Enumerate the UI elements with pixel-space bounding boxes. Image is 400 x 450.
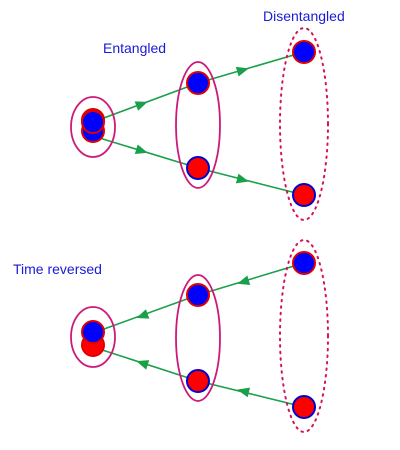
arrowhead-icon <box>237 387 251 398</box>
entangled-label: Entangled <box>103 40 166 56</box>
arrowhead-icon <box>235 173 249 184</box>
arrowhead-icon <box>136 309 150 319</box>
particle-red-icon <box>292 395 316 419</box>
particle-blue-icon <box>81 320 105 344</box>
particle-blue-icon <box>292 251 316 275</box>
particle-red-icon <box>186 369 210 393</box>
arrowhead-icon <box>235 66 249 77</box>
time-reversed-panel: Time reversed <box>13 239 329 433</box>
particle-blue-icon <box>81 110 105 134</box>
path-line <box>197 167 305 196</box>
path-line <box>197 51 305 84</box>
particle-red-icon <box>186 156 210 180</box>
particle-blue-icon <box>186 283 210 307</box>
arrowhead-icon <box>134 144 148 155</box>
disentangled-dotted-ellipse <box>279 27 329 221</box>
particle-blue-icon <box>292 40 316 64</box>
arrowhead-icon <box>134 101 148 111</box>
entangled-pair-ellipse <box>175 274 221 402</box>
time-reversed-label: Time reversed <box>13 261 102 277</box>
arrowhead-icon <box>136 360 150 370</box>
entangled-pair-ellipse <box>175 61 221 189</box>
path-line <box>197 380 305 408</box>
disentangled-dotted-ellipse <box>279 239 329 433</box>
particle-blue-icon <box>186 71 210 95</box>
particle-red-icon <box>292 183 316 207</box>
forward-panel: Disentangled Entangled <box>70 8 345 221</box>
arrowhead-icon <box>237 275 251 286</box>
disentangled-label: Disentangled <box>263 8 345 24</box>
entangled-pair-ellipse <box>70 306 116 368</box>
entangled-pair-ellipse <box>70 96 116 158</box>
